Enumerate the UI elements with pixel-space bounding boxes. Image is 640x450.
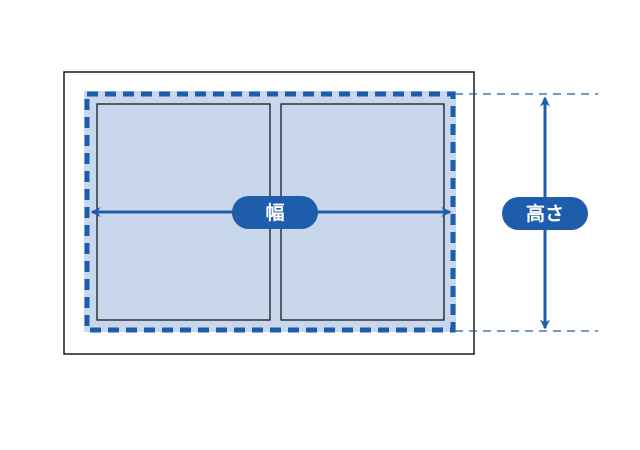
width-label-pill: 幅	[232, 196, 318, 229]
height-label-pill: 高さ	[502, 197, 588, 230]
width-label: 幅	[265, 201, 284, 224]
measurement-boundary-dashed	[84, 91, 456, 333]
height-label: 高さ	[526, 202, 564, 225]
